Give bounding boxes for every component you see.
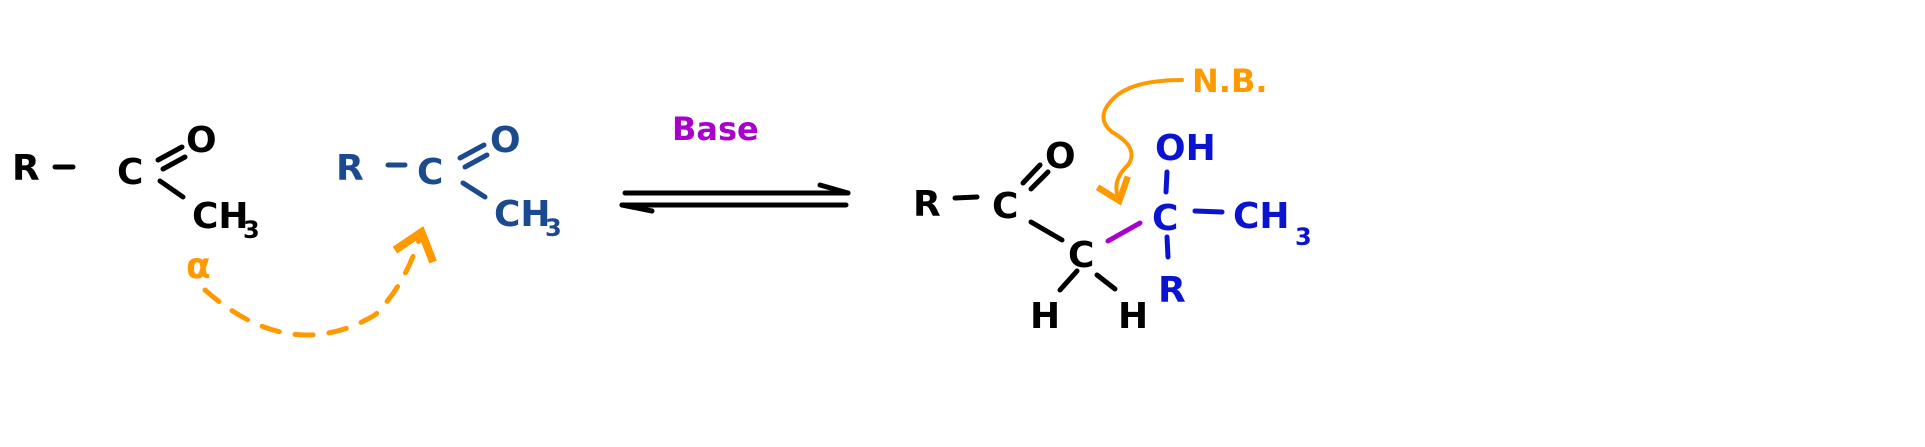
methyl-subscript: 3 [1295, 223, 1312, 251]
methyl-subscript: 3 [243, 216, 260, 244]
oxygen: O [490, 120, 521, 161]
reactant-ketone-2: R C O CH 3 [336, 120, 562, 242]
equilibrium-arrows: Base [619, 110, 851, 214]
double-bond-a [457, 142, 487, 161]
alpha-carbon: C [1068, 235, 1094, 276]
forward-arrow-head [817, 182, 851, 196]
bond-c3-r [1164, 234, 1171, 260]
bond-c2-h2 [1094, 272, 1118, 292]
bond-c1-c2 [1028, 219, 1065, 243]
base-label: Base [672, 110, 759, 148]
bond-r-c [952, 194, 980, 201]
new-cc-bond [1105, 220, 1143, 244]
double-bond-b [1028, 169, 1051, 192]
r-group-2: R [1158, 270, 1186, 311]
nb-pointer-arrow [1095, 78, 1184, 206]
hydrogen-1: H [1030, 296, 1060, 337]
bond-c-ch3 [460, 180, 488, 200]
oxygen: O [1045, 136, 1076, 177]
aldol-product: R C O C H H C OH R CH 3 N.B. [913, 62, 1312, 337]
carbonyl-carbon: C [117, 152, 143, 193]
methyl-subscript: 3 [545, 214, 562, 242]
oxygen: O [186, 120, 217, 161]
dashed-attack-arrow [202, 226, 437, 338]
double-bond-b [462, 152, 490, 170]
methyl-ch: CH [1233, 196, 1290, 237]
carbonyl-carbon: C [417, 152, 443, 193]
double-bond-a [155, 144, 185, 163]
methyl-ch: CH [494, 194, 551, 235]
nb-note: N.B. [1192, 62, 1267, 100]
reactant-ketone-1: R C O CH 3 α [12, 120, 260, 287]
double-bond-a [1020, 162, 1043, 186]
hydrogen-2: H [1118, 296, 1148, 337]
alpha-label: α [186, 246, 211, 287]
carbonyl-carbon: C [992, 186, 1018, 227]
bond-c3-oh [1163, 169, 1170, 195]
r-group: R [336, 148, 364, 189]
double-bond-b [160, 154, 188, 172]
carbinol-carbon: C [1152, 198, 1178, 239]
reverse-arrow-head [619, 202, 655, 214]
r-group: R [913, 184, 941, 225]
bond-c2-h1 [1057, 268, 1080, 293]
hydroxyl: OH [1155, 128, 1216, 169]
bond-c-ch3 [157, 178, 186, 200]
methyl-ch: CH [192, 196, 249, 237]
bond-c3-ch3 [1192, 208, 1225, 215]
r-group: R [12, 148, 40, 189]
